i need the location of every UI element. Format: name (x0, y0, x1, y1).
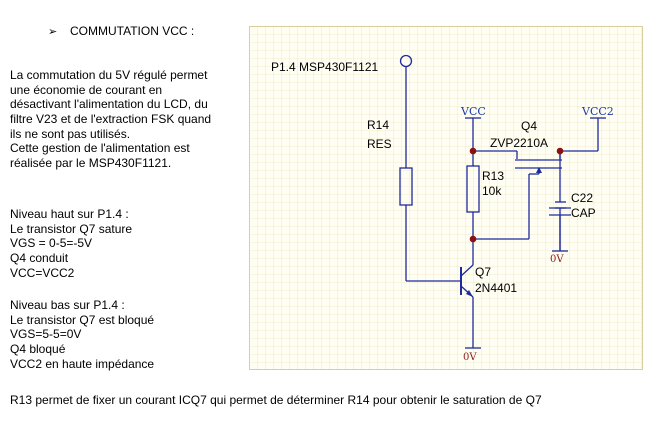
vcc2-label: VCC2 (581, 105, 614, 118)
low-line: VGS=5-5=0V (10, 327, 82, 342)
r14-ref-label: R14 (367, 118, 389, 132)
port-label: P1.4 MSP430F1121 (271, 60, 379, 74)
bullet-arrow-icon: ➢ (48, 26, 58, 38)
low-line: Niveau bas sur P1.4 : (10, 298, 125, 312)
q4-arrow-icon (536, 167, 542, 173)
high-line: Niveau haut sur P1.4 : (10, 207, 129, 221)
section-heading: ➢ COMMUTATION VCC : (48, 24, 194, 38)
junction-dot-icon (556, 147, 564, 155)
intro-line: Cette gestion de l'alimentation est (10, 141, 190, 156)
c22-value-label: CAP (571, 206, 596, 220)
q4-ref-label: Q4 (521, 119, 537, 133)
high-line: Le transistor Q7 sature (10, 221, 133, 236)
q7-collector-icon (460, 264, 474, 277)
input-terminal-icon (399, 54, 413, 68)
c22-ref-label: C22 (571, 191, 593, 205)
intro-line: une économie de courant en (10, 82, 163, 97)
low-line: VCC2 en haute impédance (10, 356, 155, 371)
low-level-paragraph: Niveau bas sur P1.4 : Le transistor Q7 e… (10, 298, 154, 371)
high-level-paragraph: Niveau haut sur P1.4 : Le transistor Q7 … (10, 207, 132, 280)
intro-line: filtre V23 et de l'extraction FSK quand (10, 112, 212, 127)
high-line: VCC=VCC2 (10, 265, 75, 280)
schematic-border (249, 26, 643, 370)
ground-label: 0V (550, 254, 564, 265)
vcc-label: VCC (460, 105, 486, 118)
r13-ref-label: R13 (482, 169, 504, 183)
high-line: Q4 conduit (10, 251, 69, 266)
low-line: Q4 bloqué (10, 342, 66, 357)
junction-dot-icon (469, 147, 477, 155)
commutation-schematic: P1.4 MSP430F1121 R14 RES VCC VCC2 Q4 ZVP… (249, 26, 643, 370)
r14-value-label: RES (367, 137, 392, 151)
ground-label: 0V (463, 352, 477, 363)
intro-line: ils ne sont pas utilisés. (10, 126, 131, 141)
q4-part-label: ZVP2210A (490, 136, 548, 150)
intro-line: réalisée par le MSP430F1121. (10, 156, 172, 171)
footer-note: R13 permet de fixer un courant ICQ7 qui … (10, 393, 542, 407)
q7-emitter-arrow-icon (466, 290, 473, 297)
intro-line: La commutation du 5V régulé permet (10, 68, 208, 82)
high-line: VGS = 0-5=-5V (10, 236, 93, 251)
low-line: Le transistor Q7 est bloqué (10, 312, 155, 327)
intro-line: désactivant l'alimentation du LCD, du (10, 97, 208, 112)
intro-paragraph: La commutation du 5V régulé permet une é… (10, 68, 211, 171)
q7-ref-label: Q7 (475, 265, 491, 279)
heading-text: COMMUTATION VCC : (70, 24, 195, 38)
schematic-grid (249, 26, 643, 370)
junction-dot-icon (469, 235, 477, 243)
r13-value-label: 10k (482, 184, 502, 198)
q7-part-label: 2N4401 (475, 281, 517, 295)
